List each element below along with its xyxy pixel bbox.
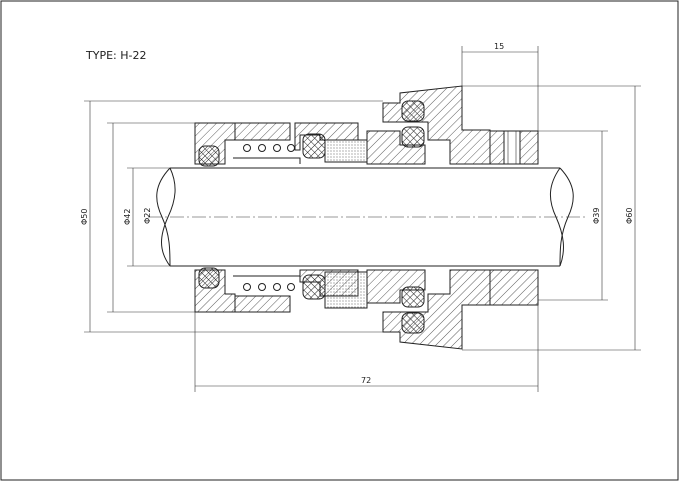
spring-coil bbox=[243, 283, 251, 291]
lower-oring-mid bbox=[302, 274, 326, 300]
spring-coil bbox=[273, 144, 281, 152]
lower-oring-left bbox=[198, 267, 220, 289]
upper-stationary-seat bbox=[366, 130, 426, 165]
spring-coil bbox=[287, 144, 295, 152]
dim-d60: Φ60 bbox=[625, 208, 634, 224]
shaft bbox=[148, 167, 586, 267]
spring-coil bbox=[243, 144, 251, 152]
lower-carbon-face bbox=[324, 271, 368, 309]
upper-oring-seat bbox=[401, 126, 425, 148]
dim-d50: Φ50 bbox=[80, 209, 89, 225]
lower-collar bbox=[489, 269, 539, 306]
upper-oring-mid bbox=[302, 133, 326, 159]
dim-d39: Φ39 bbox=[592, 208, 601, 224]
spring-coil bbox=[273, 283, 281, 291]
lower-spring-retainer bbox=[234, 295, 291, 313]
dim-length: 72 bbox=[361, 376, 371, 385]
type-label: TYPE: H-22 bbox=[85, 49, 146, 62]
lower-stationary-seat bbox=[366, 269, 426, 304]
seal-upper-half bbox=[194, 85, 539, 167]
lower-oring-seat bbox=[401, 286, 425, 308]
upper-oring-left bbox=[198, 145, 220, 167]
upper-carbon-face bbox=[324, 139, 368, 163]
dimension-lines: 15 72 Φ50 Φ42 Φ22 Φ39 Φ60 bbox=[80, 42, 641, 392]
spring-coil bbox=[258, 144, 266, 152]
dim-gland-width: 15 bbox=[494, 42, 504, 51]
set-screw bbox=[503, 130, 521, 165]
dim-d22: Φ22 bbox=[143, 208, 152, 224]
spring-coil bbox=[258, 283, 266, 291]
spring-coil bbox=[287, 283, 295, 291]
seal-lower-half bbox=[194, 267, 539, 350]
dim-d42: Φ42 bbox=[123, 209, 132, 225]
upper-spring-retainer bbox=[234, 122, 291, 141]
